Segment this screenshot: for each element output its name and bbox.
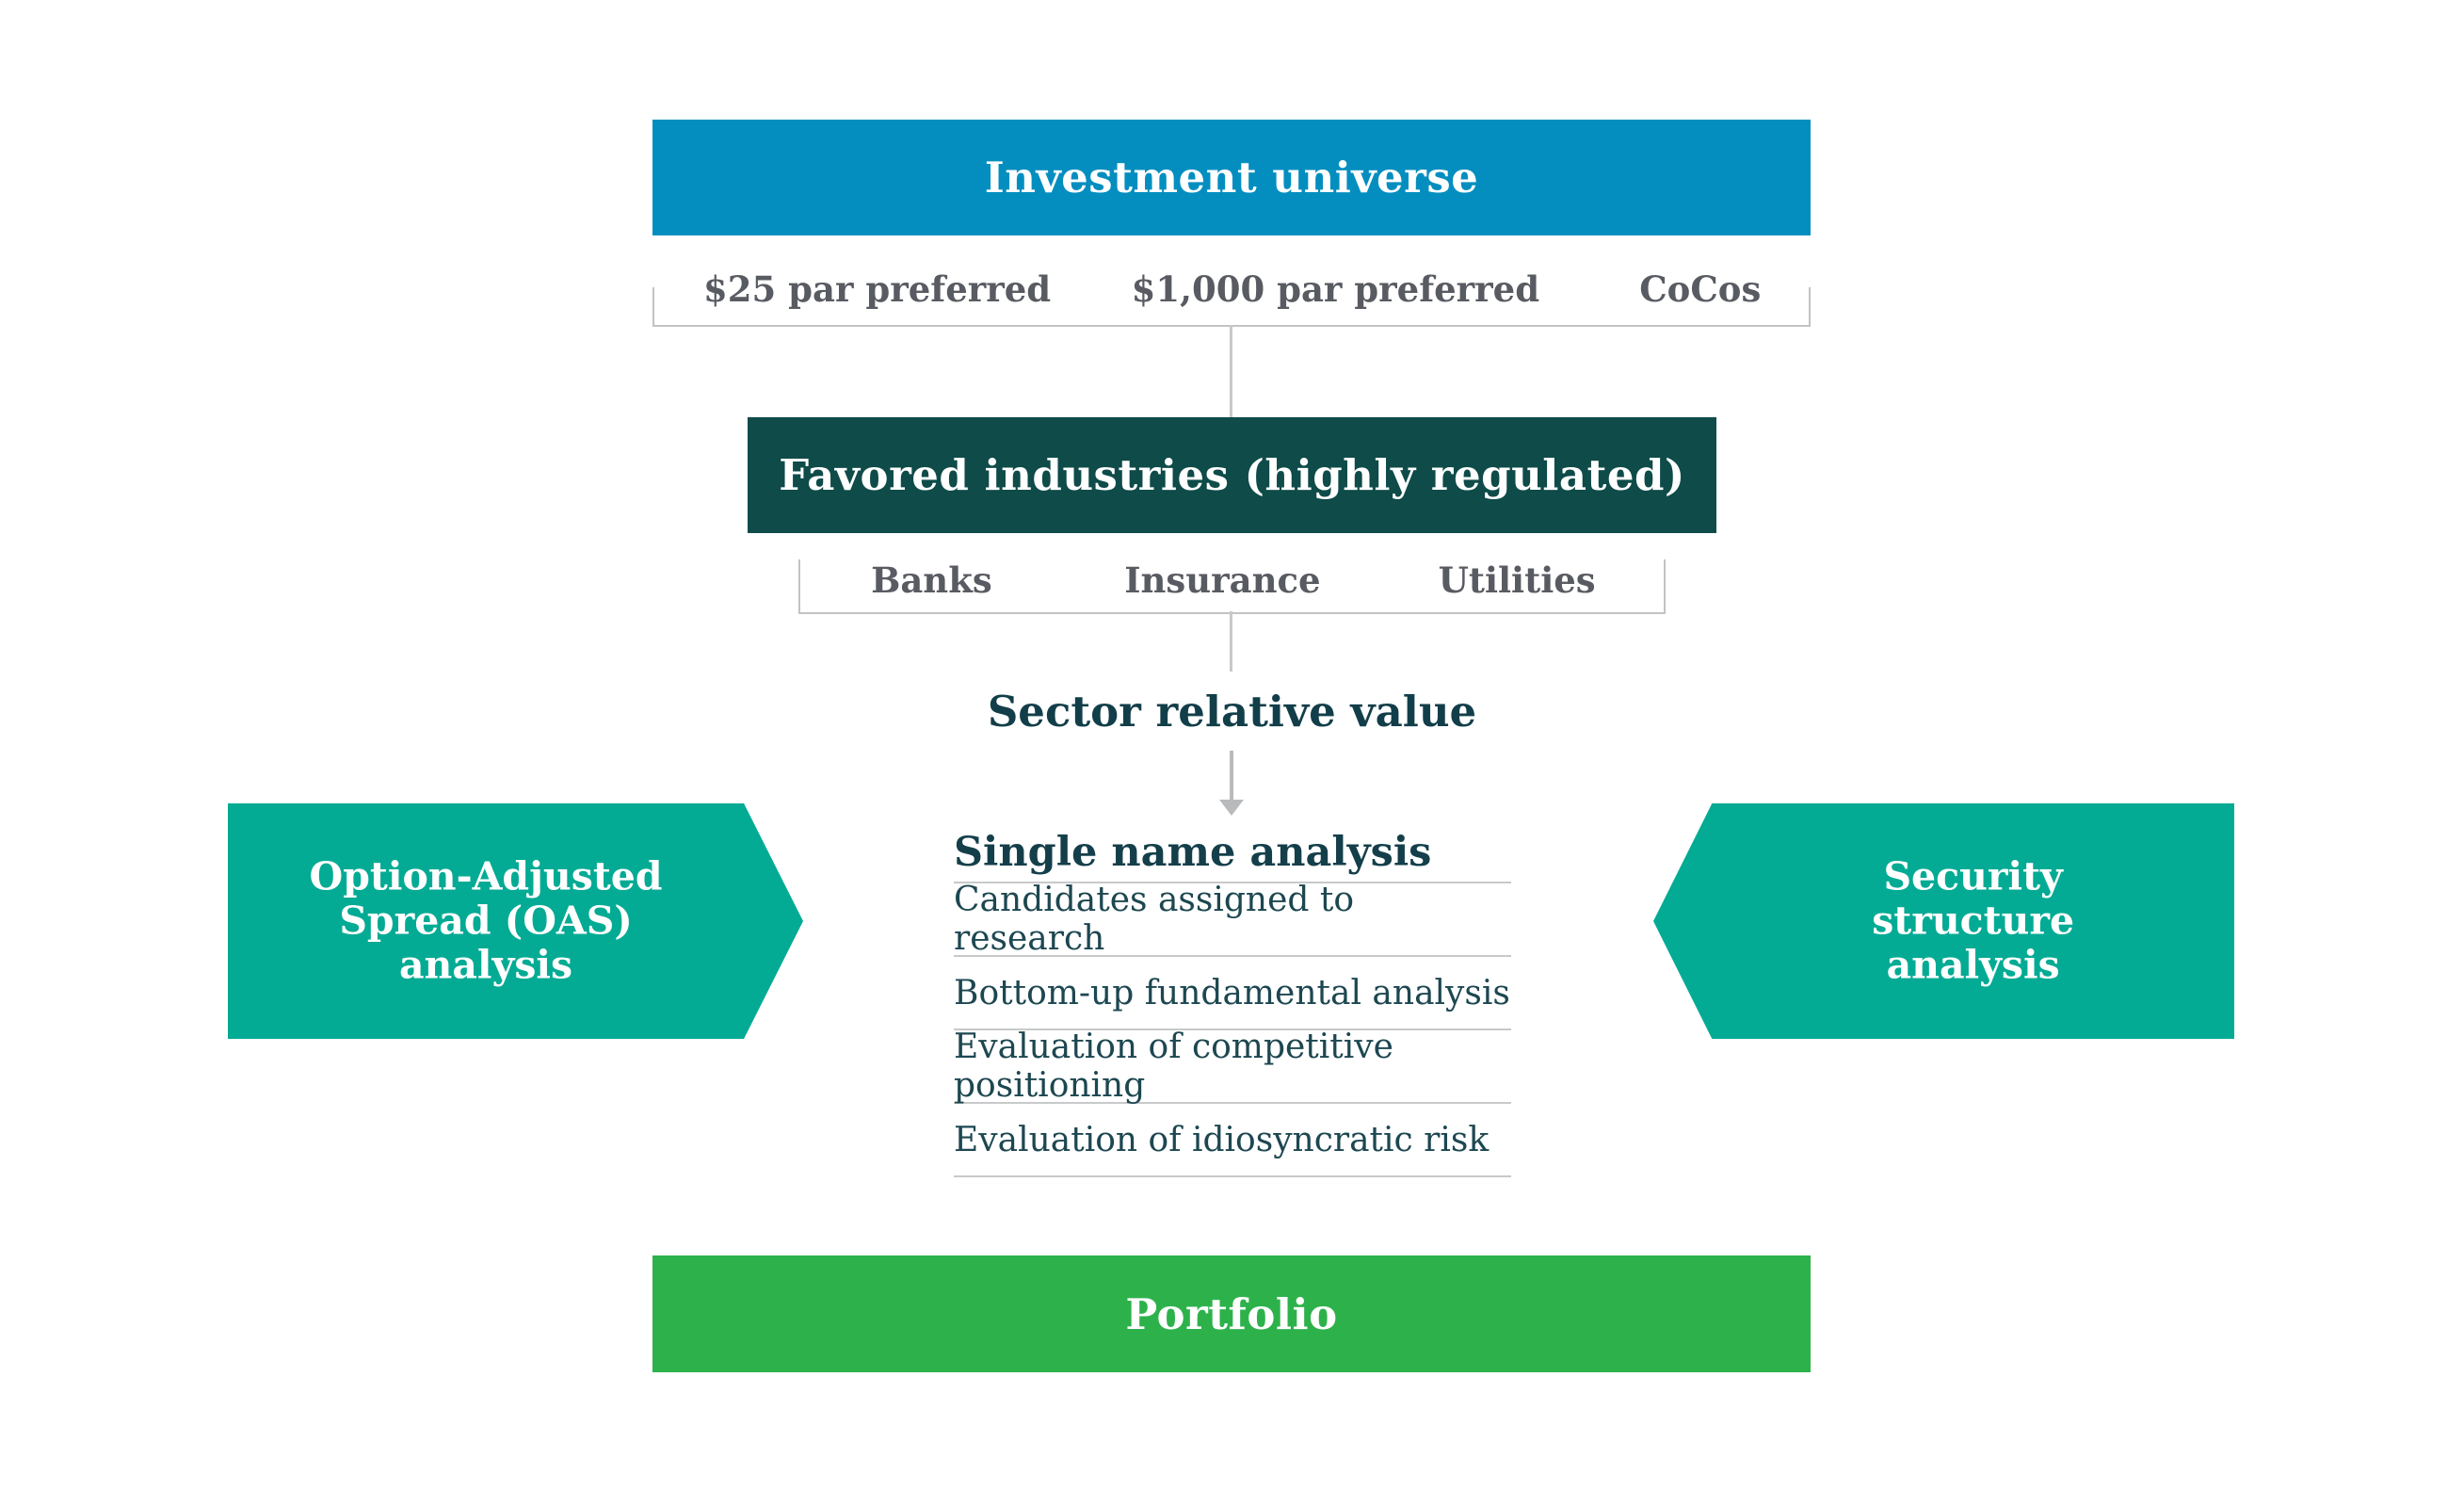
security-structure-label: Security structure analysis — [1872, 853, 2075, 988]
favored-industries-bar: Favored industries (highly regulated) — [748, 417, 1716, 533]
industry-item-insurance: Insurance — [1124, 559, 1321, 601]
investment-universe-title: Investment universe — [984, 153, 1479, 202]
down-arrow-head-icon — [1219, 800, 1244, 816]
oas-analysis-callout: Option-Adjusted Spread (OAS) analysis — [228, 803, 803, 1039]
connector-industries-to-sector — [1230, 611, 1232, 672]
industry-item-banks: Banks — [871, 559, 992, 601]
security-structure-callout: Security structure analysis — [1653, 803, 2234, 1039]
single-name-analysis-panel: Single name analysis Candidates assigned… — [954, 829, 1511, 1177]
universe-item-1000-par: $1,000 par preferred — [1131, 268, 1540, 310]
universe-item-25-par: $25 par preferred — [703, 268, 1052, 310]
portfolio-bar: Portfolio — [652, 1255, 1811, 1372]
favored-industries-title: Favored industries (highly regulated) — [779, 450, 1685, 500]
down-arrow-icon — [1230, 751, 1233, 800]
list-item-competitive-positioning: Evaluation of competitive positioning — [954, 1028, 1511, 1105]
sector-relative-value-label: Sector relative value — [987, 687, 1477, 737]
list-item-candidates: Candidates assigned to research — [954, 881, 1511, 958]
portfolio-title: Portfolio — [1125, 1288, 1338, 1339]
single-name-analysis-title: Single name analysis — [954, 829, 1511, 883]
connector-universe-to-industries — [1230, 325, 1232, 417]
list-item-idiosyncratic-risk: Evaluation of idiosyncratic risk — [954, 1104, 1511, 1177]
universe-item-cocos: CoCos — [1639, 268, 1762, 310]
universe-bracket: $25 par preferred $1,000 par preferred C… — [652, 268, 1811, 327]
list-item-bottom-up: Bottom-up fundamental analysis — [954, 957, 1511, 1030]
industries-bracket: Banks Insurance Utilities — [798, 559, 1666, 614]
industry-item-utilities: Utilities — [1438, 559, 1596, 601]
oas-analysis-label: Option-Adjusted Spread (OAS) analysis — [309, 853, 663, 988]
investment-universe-bar: Investment universe — [652, 120, 1811, 235]
